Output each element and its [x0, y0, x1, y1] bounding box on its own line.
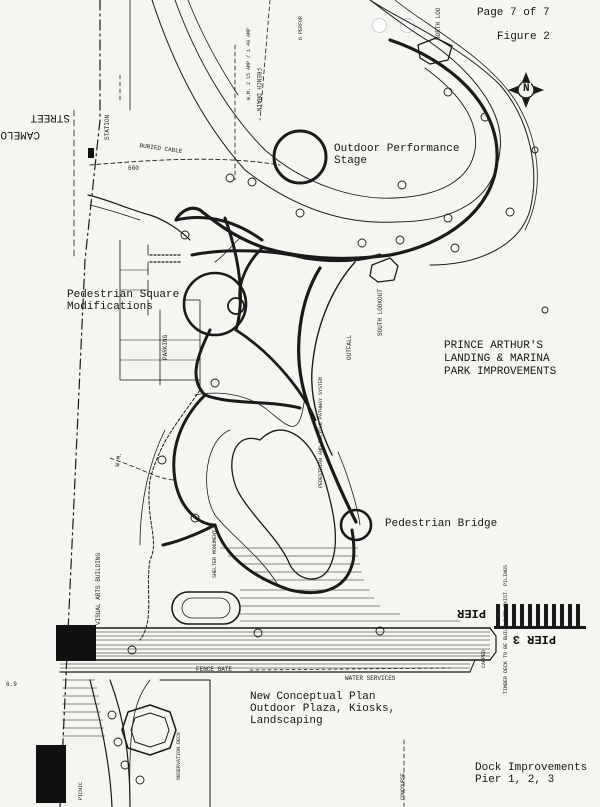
pier-3-pilings — [496, 604, 580, 626]
conceptual-label-3: Landscaping — [250, 715, 323, 727]
visual-arts-building — [56, 625, 96, 661]
park-title-2: LANDING & MARINA — [444, 353, 550, 365]
street-label-1: CAMELOT — [0, 128, 40, 140]
wm-label: W.M. 2 15 AMP / 1 40 AMP — [246, 27, 252, 100]
conceptual-label-1: New Conceptual Plan — [250, 691, 376, 703]
stage-circle — [272, 129, 328, 185]
square-circle — [182, 271, 248, 337]
concourse-label: CONCOURSE — [400, 772, 406, 800]
contour-label: 600 — [128, 165, 139, 172]
fence-gate-label: FENCE GATE — [196, 666, 233, 673]
pier-label: PIER — [457, 606, 486, 620]
property-line — [59, 0, 101, 807]
parking-label: PARKING — [162, 334, 169, 360]
oval-plaza — [171, 591, 241, 625]
north-lookout — [417, 37, 453, 65]
north-lookout-label: NORTH LOO — [435, 7, 442, 40]
visual-arts-label: VISUAL ARTS BUILDING — [95, 552, 102, 625]
figure-label: Figure 2 — [497, 31, 550, 43]
conceptual-label-2: Outdoor Plaza, Kiosks, — [250, 703, 396, 715]
punch-hole — [372, 18, 387, 33]
station-label: STATION — [104, 114, 111, 140]
picnic-label: PICNIC — [78, 781, 84, 800]
bridge-circle — [339, 508, 373, 542]
foot-note-label: 6 PERFOR — [298, 15, 304, 40]
north-arrow-icon — [508, 72, 544, 108]
water-services-label: WATER SERVICES — [345, 675, 396, 682]
sea-wall-label: CAPPED — [481, 649, 487, 668]
tree-symbols — [107, 87, 549, 785]
lagoon-island — [231, 429, 337, 580]
ped-square-label-1: Pedestrian Square — [67, 289, 180, 301]
octagon-shelter — [121, 704, 177, 756]
observation-deck-label: OBSERVATION DECK — [176, 731, 182, 780]
timber-deck-label: TIMBER DECK TO BE BUILT OVER EXIST. PILI… — [503, 564, 509, 694]
compass-letter: N — [522, 83, 531, 96]
pathway-label: PEDESTRIAN AND BICYCLE PATHWAY SYSTEM — [318, 376, 324, 488]
south-lookout-label: SOUTH LOOKOUT — [377, 289, 384, 336]
ped-square-label-2: Modifications — [67, 301, 153, 313]
pier-3-label: PIER 3 — [512, 632, 556, 646]
french-drain-label: FRENCH DRAIN — [255, 68, 262, 112]
stage-label-1: Outdoor Performance — [334, 143, 460, 155]
stage-label-2: Stage — [334, 155, 368, 167]
memorial-label: SHELTER MONUMENT — [212, 529, 218, 578]
bridge-label: Pedestrian Bridge — [385, 518, 498, 530]
water-hatching — [60, 547, 490, 737]
margin-mark: 6.9 — [6, 681, 17, 688]
park-title-3: PARK IMPROVEMENTS — [444, 366, 557, 378]
dock-label-1: Dock Improvements — [475, 762, 588, 774]
park-title-1: PRINCE ARTHUR'S — [444, 340, 544, 352]
street-label-2: STREET — [30, 111, 70, 123]
building-block — [36, 745, 66, 803]
south-lookout — [369, 257, 399, 283]
dock-label-2: Pier 1, 2, 3 — [475, 774, 555, 786]
page-number: Page 7 of 7 — [477, 7, 550, 19]
outfall-label: OUTFALL — [346, 334, 353, 360]
